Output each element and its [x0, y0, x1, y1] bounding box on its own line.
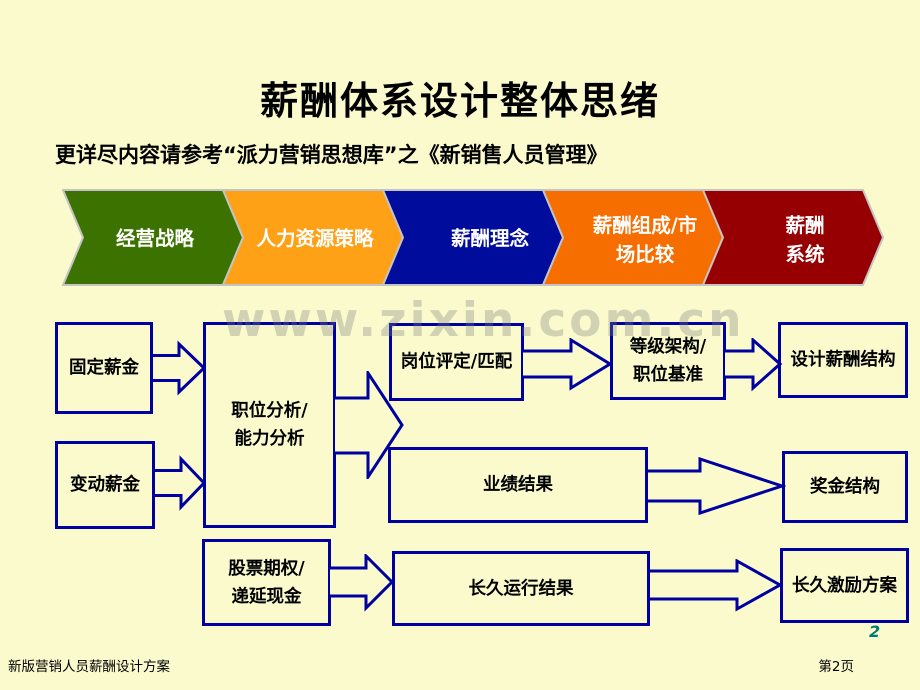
- flow-box-stock-options: 股票期权/ 递延现金: [202, 539, 331, 626]
- flow-box-design-salary-structure-label: 设计薪酬结构: [790, 350, 896, 370]
- footer-page-indicator: 第2页: [818, 659, 854, 675]
- chevron-label-salary-concept: 薪酬理念: [451, 227, 530, 250]
- arrow-variable-salary-to-analysis-icon: [155, 455, 207, 511]
- arrow-longterm-results-to-incentive-icon: [650, 559, 784, 612]
- chevron-label-salary-composition-line2: 场比较: [616, 243, 675, 266]
- flow-box-job-evaluation: 岗位评定/匹配: [389, 323, 524, 401]
- flow-box-performance-results-label: 业绩结果: [483, 475, 553, 495]
- process-chevron-band: 经营战略 人力资源策略 薪酬理念 薪酬组成/市 场比较 薪酬 系统: [62, 189, 884, 286]
- flow-box-grade-structure-line1: 等级架构/: [629, 337, 707, 357]
- flow-box-position-analysis-line2: 能力分析: [234, 429, 305, 449]
- chevron-label-business-strategy: 经营战略: [116, 227, 195, 250]
- flow-box-grade-structure-line2: 职位基准: [633, 365, 703, 385]
- arrow-grade-to-design-icon: [725, 338, 783, 392]
- flow-box-grade-structure: 等级架构/ 职位基准: [610, 322, 726, 400]
- chevron-label-salary-system-line1: 薪酬: [785, 214, 824, 237]
- flow-box-position-analysis: 职位分析/ 能力分析: [203, 322, 336, 528]
- flow-box-stock-options-line2: 递延现金: [231, 586, 302, 607]
- flow-box-longterm-incentive-label: 长久激励方案: [792, 575, 897, 596]
- flow-box-performance-results: 业绩结果: [388, 447, 648, 523]
- slide-title: 薪酬体系设计整体思绪: [259, 79, 660, 123]
- footer-document-title: 新版营销人员薪酬设计方案: [8, 659, 170, 675]
- flow-box-design-salary-structure: 设计薪酬结构: [778, 322, 908, 398]
- arrow-analysis-output-big-icon: [335, 371, 404, 479]
- chevron-label-salary-system-line2: 系统: [785, 243, 825, 266]
- arrow-stock-options-to-longterm-results-icon: [330, 554, 395, 612]
- flow-box-longterm-incentive: 长久激励方案: [780, 548, 909, 623]
- chevron-label-salary-composition-line1: 薪酬组成/市: [593, 214, 698, 237]
- arrow-job-evaluation-to-grade-icon: [523, 338, 613, 391]
- arrow-performance-to-bonus-icon: [648, 457, 786, 516]
- flow-box-stock-options-line1: 股票期权/: [228, 558, 305, 579]
- flow-box-longterm-results-label: 长久运行结果: [468, 578, 574, 599]
- flow-box-bonus-structure-label: 奖金结构: [810, 477, 880, 497]
- chevron-salary-composition: [541, 189, 725, 286]
- flow-box-fixed-salary-label: 固定薪金: [69, 358, 139, 378]
- arrow-fixed-salary-to-analysis-icon: [153, 340, 207, 396]
- chevron-salary-system: [701, 189, 884, 286]
- slide-subtitle: 更详尽内容请参考“派力营销思想库”之《新销售人员管理》: [55, 143, 608, 167]
- flow-box-position-analysis-line1: 职位分析/: [231, 401, 308, 421]
- corner-page-number: 2: [869, 622, 881, 641]
- flow-box-longterm-results: 长久运行结果: [392, 551, 650, 626]
- flow-box-variable-salary: 变动薪金: [55, 441, 155, 529]
- chevron-label-hr-strategy: 人力资源策略: [256, 227, 374, 250]
- flow-box-fixed-salary: 固定薪金: [55, 322, 153, 414]
- flow-box-job-evaluation-label: 岗位评定/匹配: [400, 352, 513, 372]
- flow-box-variable-salary-label: 变动薪金: [70, 475, 140, 495]
- flow-box-bonus-structure: 奖金结构: [782, 451, 908, 523]
